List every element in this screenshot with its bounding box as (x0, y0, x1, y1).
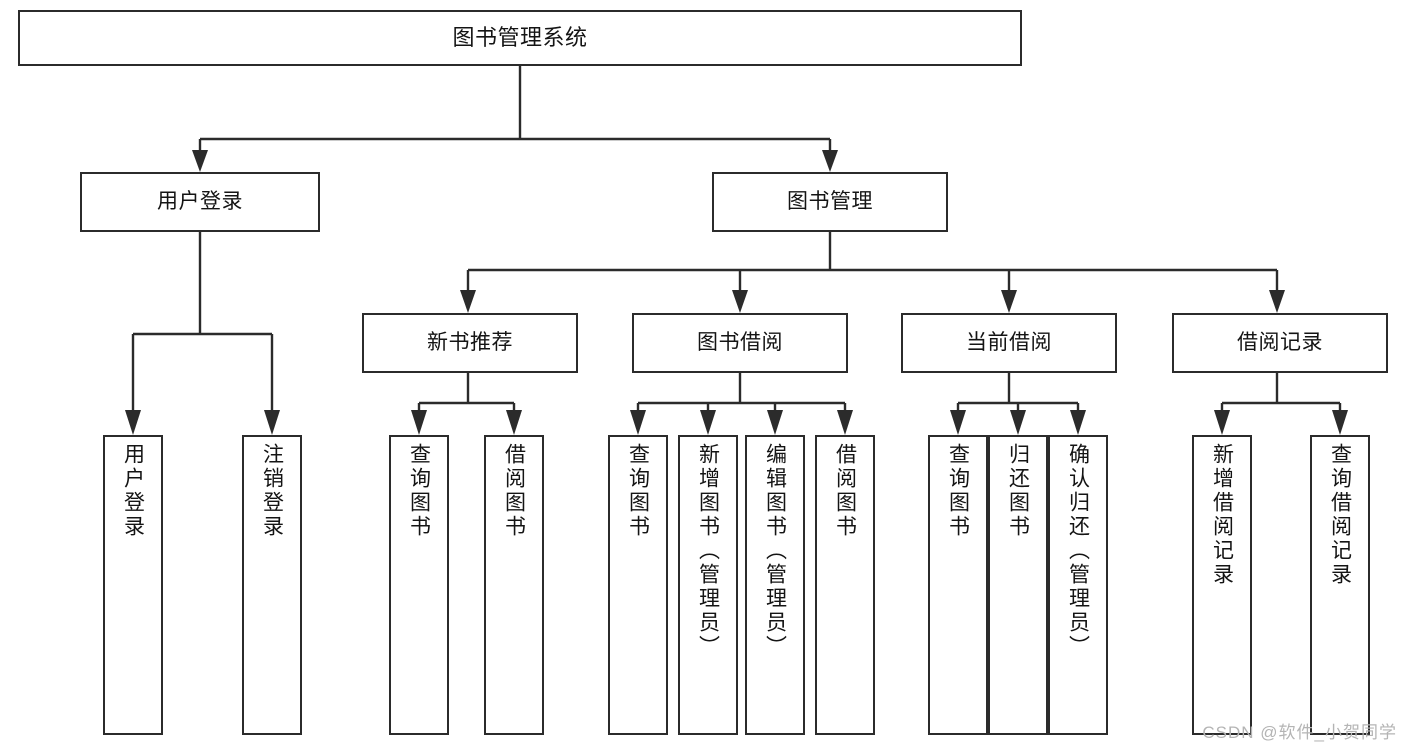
node-new-book-recommend[interactable]: 新书推荐 (362, 313, 578, 373)
arrow-bookmgmt-to-new-book-rec (460, 290, 476, 313)
leaf-current-return-book-label: 归还图书 (1006, 443, 1030, 539)
arrow-bookborrow-to-query (630, 410, 646, 435)
node-book-management[interactable]: 图书管理 (712, 172, 948, 232)
arrow-record-to-add (1214, 410, 1230, 435)
leaf-borrow-query-book[interactable]: 查询图书 (608, 435, 668, 735)
leaf-recommend-borrow-book[interactable]: 借阅图书 (484, 435, 544, 735)
leaf-user-login-label: 用户登录 (121, 443, 145, 539)
leaf-borrow-edit-book[interactable]: 编辑图书（管理员） (745, 435, 805, 735)
leaf-borrow-add-book-label: 新增图书（管理员） (696, 443, 720, 659)
node-current-borrow-label: 当前借阅 (966, 330, 1052, 354)
node-borrow-record[interactable]: 借阅记录 (1172, 313, 1388, 373)
leaf-current-query-book[interactable]: 查询图书 (928, 435, 988, 735)
leaf-user-login[interactable]: 用户登录 (103, 435, 163, 735)
arrow-record-to-search (1332, 410, 1348, 435)
leaf-borrow-query-book-label: 查询图书 (626, 443, 650, 539)
arrow-bookmgmt-to-book-borrow (732, 290, 748, 313)
arrow-root-to-bookmgmt (822, 150, 838, 172)
leaf-user-logout[interactable]: 注销登录 (242, 435, 302, 735)
arrow-login-to-user-logout (264, 410, 280, 435)
leaf-record-add[interactable]: 新增借阅记录 (1192, 435, 1252, 735)
node-user-login[interactable]: 用户登录 (80, 172, 320, 232)
arrow-root-to-login (192, 150, 208, 172)
leaf-borrow-lend-book-label: 借阅图书 (833, 443, 857, 539)
node-borrow-record-label: 借阅记录 (1237, 330, 1323, 354)
arrow-current-to-confirm (1070, 410, 1086, 435)
arrow-current-to-return (1010, 410, 1026, 435)
leaf-current-confirm-return[interactable]: 确认归还（管理员） (1048, 435, 1108, 735)
node-new-book-recommend-label: 新书推荐 (427, 330, 513, 354)
leaf-current-return-book[interactable]: 归还图书 (988, 435, 1048, 735)
arrow-login-to-user-login (125, 410, 141, 435)
arrow-bookborrow-to-lend (837, 410, 853, 435)
leaf-record-add-label: 新增借阅记录 (1210, 443, 1234, 587)
arrow-bookmgmt-to-borrow-record (1269, 290, 1285, 313)
leaf-current-query-book-label: 查询图书 (946, 443, 970, 539)
leaf-recommend-query-book-label: 查询图书 (407, 443, 431, 539)
arrow-bookborrow-to-edit (767, 410, 783, 435)
leaf-recommend-borrow-book-label: 借阅图书 (502, 443, 526, 539)
leaf-borrow-lend-book[interactable]: 借阅图书 (815, 435, 875, 735)
leaf-record-search-label: 查询借阅记录 (1328, 443, 1352, 587)
node-user-login-label: 用户登录 (157, 189, 243, 213)
leaf-borrow-edit-book-label: 编辑图书（管理员） (763, 443, 787, 659)
arrow-newbook-to-query (411, 410, 427, 435)
arrow-current-to-query (950, 410, 966, 435)
csdn-watermark: CSDN @软件_小贺同学 (1202, 723, 1397, 742)
node-root-label: 图书管理系统 (452, 25, 588, 51)
node-book-borrow[interactable]: 图书借阅 (632, 313, 848, 373)
node-book-management-label: 图书管理 (787, 189, 873, 213)
leaf-record-search[interactable]: 查询借阅记录 (1310, 435, 1370, 735)
arrow-bookmgmt-to-current-borrow (1001, 290, 1017, 313)
node-book-borrow-label: 图书借阅 (697, 330, 783, 354)
leaf-user-logout-label: 注销登录 (260, 443, 284, 539)
arrow-bookborrow-to-add (700, 410, 716, 435)
arrow-newbook-to-borrow (506, 410, 522, 435)
leaf-borrow-add-book[interactable]: 新增图书（管理员） (678, 435, 738, 735)
leaf-current-confirm-return-label: 确认归还（管理员） (1066, 443, 1090, 659)
leaf-recommend-query-book[interactable]: 查询图书 (389, 435, 449, 735)
node-current-borrow[interactable]: 当前借阅 (901, 313, 1117, 373)
node-root[interactable]: 图书管理系统 (18, 10, 1022, 66)
